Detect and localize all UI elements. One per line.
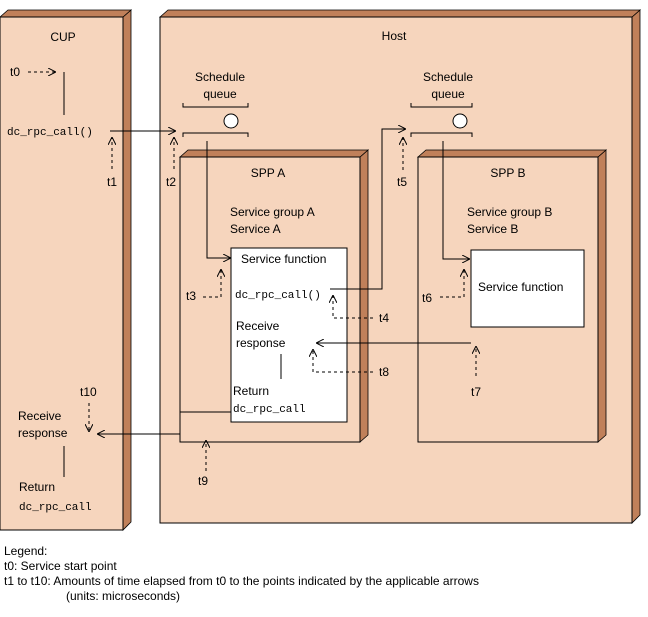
schedule-queue-b: Schedule queue [410, 70, 473, 137]
receive-response-cup-line2: response [18, 426, 68, 440]
t3-label: t3 [186, 289, 196, 303]
schedule-queue-b-line2: queue [431, 87, 465, 101]
service-group-b-line1: Service group B [467, 205, 552, 219]
return-a-line1: Return [233, 384, 269, 398]
dc-rpc-call-cup-label: dc_rpc_call() [7, 127, 93, 139]
service-a-to-queue-b-arrow [330, 129, 405, 290]
return-a-line2: dc_rpc_call [233, 404, 306, 416]
queue-b-circle [452, 113, 468, 129]
schedule-queue-a-line2: queue [203, 87, 237, 101]
t3-arrow [203, 270, 221, 298]
t4-label: t4 [379, 311, 389, 325]
t6-label: t6 [422, 291, 432, 305]
legend-title: Legend: [4, 544, 48, 558]
t8-arrow [313, 350, 373, 373]
receive-response-a-line1: Receive [236, 319, 280, 333]
service-group-b-line2: Service B [467, 222, 518, 236]
return-cup-line1: Return [19, 480, 55, 494]
t1-label: t1 [107, 175, 117, 189]
service-a-return-arrow [98, 411, 231, 434]
t4-arrow [333, 296, 373, 319]
t5-label: t5 [397, 175, 407, 189]
cup-box: CUP [0, 9, 133, 531]
service-group-a-line2: Service A [230, 222, 281, 236]
return-cup-line2: dc_rpc_call [19, 502, 92, 514]
receive-response-cup-line1: Receive [18, 409, 62, 423]
cup-label: CUP [50, 30, 75, 44]
t2-label: t2 [166, 175, 176, 189]
service-function-b-box [470, 249, 585, 328]
queue-b-top-bracket [410, 103, 473, 108]
spp-a-label: SPP A [251, 166, 285, 180]
service-function-a-label: Service function [241, 252, 326, 266]
legend-line-1: t0: Service start point [4, 559, 117, 573]
t6-arrow [440, 270, 464, 298]
legend-line-2: t1 to t10: Amounts of time elapsed from … [4, 574, 479, 588]
service-function-a-box [230, 247, 348, 423]
service-group-a-line1: Service group A [230, 205, 315, 219]
schedule-queue-a: Schedule queue [182, 70, 249, 137]
queue-a-circle [223, 113, 239, 129]
spp-b-label: SPP B [490, 166, 525, 180]
t10-label: t10 [80, 385, 97, 399]
queue-a-to-service-a-arrow [206, 141, 230, 258]
legend: Legend: t0: Service start point t1 to t1… [4, 544, 479, 604]
t7-label: t7 [471, 385, 481, 399]
queue-b-bottom-bracket [410, 132, 473, 137]
schedule-queue-b-line1: Schedule [423, 70, 473, 84]
queue-b-to-service-b-arrow [442, 141, 469, 259]
queue-a-top-bracket [182, 103, 249, 108]
schedule-queue-a-line1: Schedule [195, 70, 245, 84]
t8-label: t8 [379, 365, 389, 379]
t0-label: t0 [10, 65, 20, 79]
service-function-b-label: Service function [478, 280, 563, 294]
legend-line-3: (units: microseconds) [66, 589, 181, 603]
receive-response-a-line2: response [236, 336, 286, 350]
dc-rpc-call-a-label: dc_rpc_call() [235, 290, 321, 302]
t9-label: t9 [198, 474, 208, 488]
host-label: Host [382, 29, 407, 43]
queue-a-bottom-bracket [182, 132, 249, 137]
